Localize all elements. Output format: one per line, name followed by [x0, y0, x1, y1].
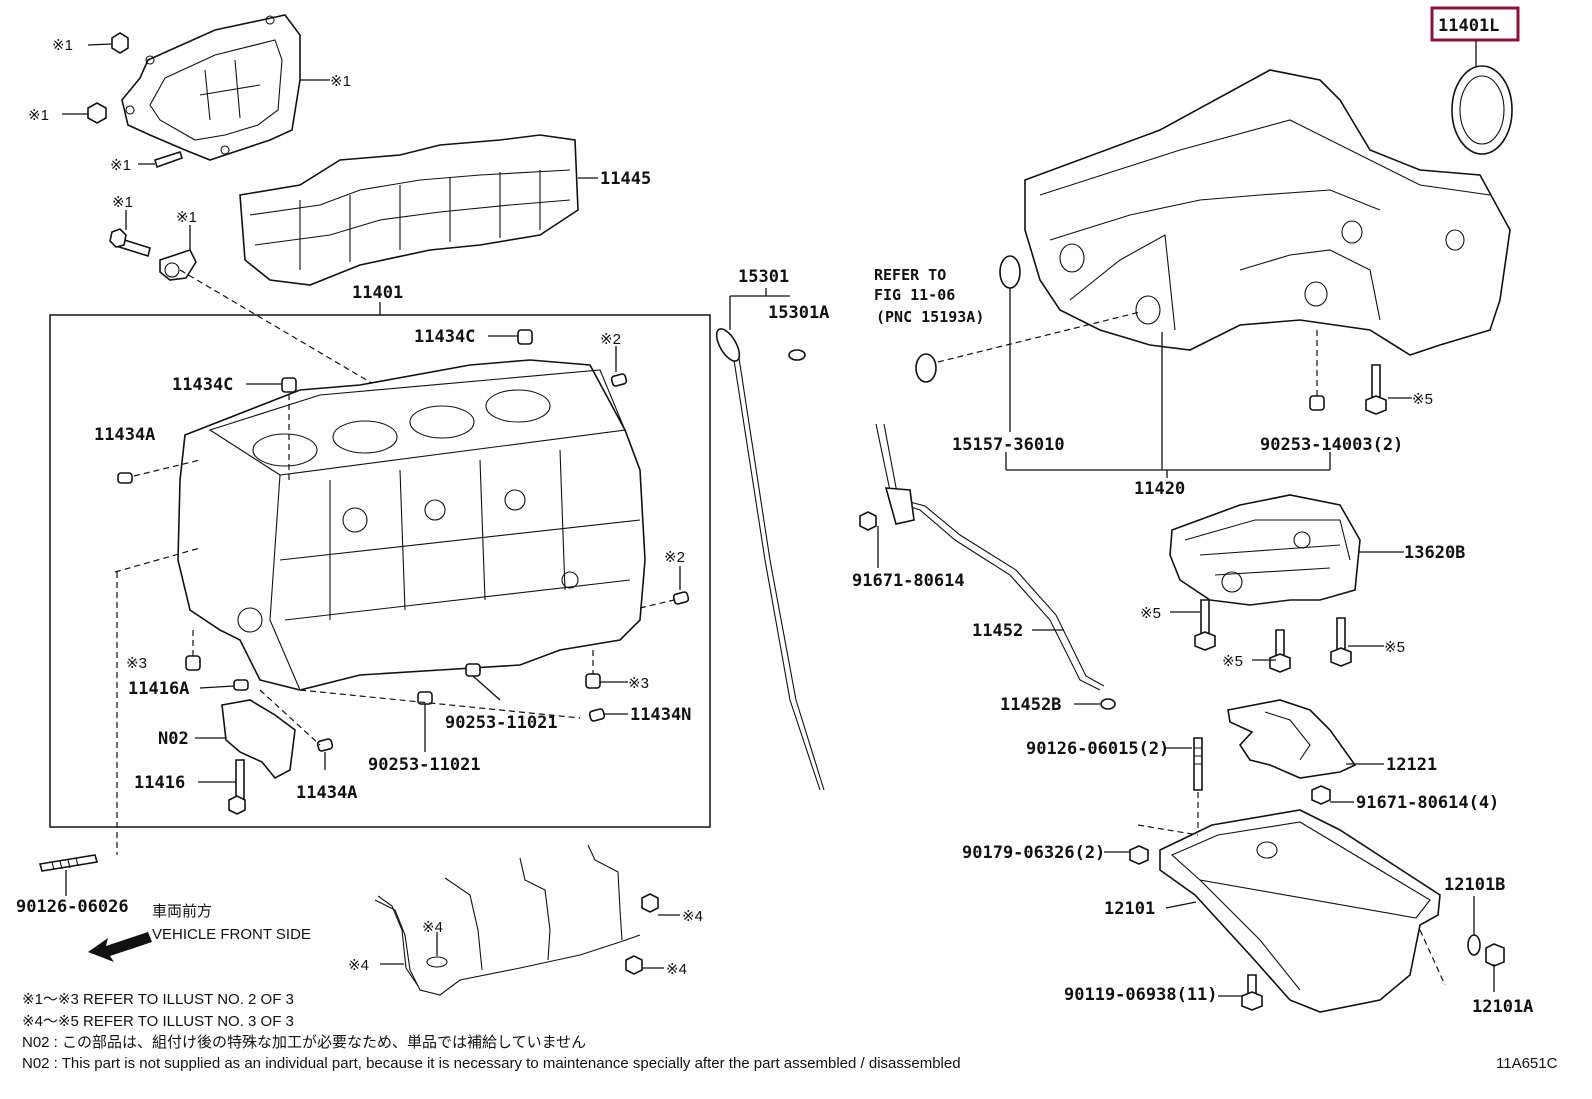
label-11416a: 11416A — [128, 679, 189, 699]
mark-5-d: ※5 — [1384, 639, 1405, 656]
oil-baffle-12121-drawing — [1193, 699, 1357, 805]
label-13620b: 13620B — [1404, 543, 1465, 563]
mark-4-d: ※4 — [666, 961, 687, 978]
label-12121: 12121 — [1386, 755, 1437, 775]
label-90126-06026: 90126-06026 — [16, 897, 129, 917]
label-12101a: 12101A — [1472, 997, 1533, 1017]
vehicle-front-arrow — [88, 932, 152, 962]
dowel-pin-drawings — [117, 329, 690, 752]
mark-4-a: ※4 — [682, 908, 703, 925]
label-90253-11021-b: 90253-11021 — [368, 755, 481, 775]
wire-harness-drawing — [374, 844, 659, 996]
label-90119-06938: 90119-06938(11) — [1064, 985, 1218, 1005]
mark-5-b: ※5 — [1140, 605, 1161, 622]
label-11401l-highlighted[interactable]: 11401L — [1438, 16, 1499, 36]
label-11452b: 11452B — [1000, 695, 1061, 715]
mark-1-f: ※1 — [176, 209, 197, 226]
front-side-jp: 車両前方 — [152, 903, 212, 920]
note-ref-1-3: ※1〜※3 REFER TO ILLUST NO. 2 OF 3 — [22, 991, 294, 1008]
leader-lines-top-right — [937, 288, 1412, 478]
note-n02-jp: N02 : この部品は、組付け後の特殊な加工が必要なため、単品では補給していませ… — [22, 1034, 586, 1051]
label-15301a: 15301A — [768, 303, 829, 323]
refer-pnc: (PNC 15193A) — [876, 308, 984, 326]
gauge-guide-drawing — [859, 423, 1116, 710]
leader-lines-top-left — [62, 43, 376, 386]
mark-5-c: ※5 — [1222, 653, 1243, 670]
label-90253-11021-a: 90253-11021 — [445, 713, 558, 733]
mark-1-b: ※1 — [330, 73, 351, 90]
label-11434n: 11434N — [630, 705, 691, 725]
label-91671-80614: 91671-80614 — [852, 571, 965, 591]
label-11434a-left: 11434A — [94, 425, 155, 445]
refer-to: REFER TO — [874, 266, 946, 284]
leader-lines-block — [114, 335, 681, 855]
mark-3-a: ※3 — [126, 655, 147, 672]
refer-fig[interactable]: FIG 11-06 — [874, 286, 955, 304]
label-11434c-left: 11434C — [172, 375, 233, 395]
small-bolt-drawings — [87, 32, 197, 281]
mark-1-e: ※1 — [112, 194, 133, 211]
mark-4-b: ※4 — [422, 919, 443, 936]
bearing-cap-n02-drawing — [221, 699, 296, 815]
mark-3-b: ※3 — [628, 675, 649, 692]
front-side-en: VEHICLE FRONT SIDE — [152, 926, 311, 943]
mark-5-a: ※5 — [1412, 391, 1433, 408]
diagram-code: 11A651C — [1496, 1055, 1558, 1072]
mark-1-a: ※1 — [52, 37, 73, 54]
label-90179-06326: 90179-06326(2) — [962, 843, 1105, 863]
label-11452: 11452 — [972, 621, 1023, 641]
label-11445: 11445 — [600, 169, 651, 189]
stud-90126-06026-drawing — [38, 854, 99, 872]
oil-seal-11401l-drawing — [1451, 65, 1513, 155]
label-11416: 11416 — [134, 773, 185, 793]
label-11434c-top: 11434C — [414, 327, 475, 347]
label-15301: 15301 — [738, 267, 789, 287]
label-n02: N02 — [158, 729, 189, 749]
note-n02-en: N02 : This part is not supplied as an in… — [22, 1055, 961, 1072]
cylinder-block-drawing — [177, 359, 646, 691]
mark-1-d: ※1 — [110, 157, 131, 174]
mark-1-c: ※1 — [28, 107, 49, 124]
note-ref-4-5: ※4〜※5 REFER TO ILLUST NO. 3 OF 3 — [22, 1013, 294, 1030]
timing-cover-drawing — [121, 14, 301, 161]
baffle-11445-drawing — [239, 134, 579, 286]
oil-pan-upper-drawing — [1024, 69, 1511, 356]
label-11434a-bottom: 11434A — [296, 783, 357, 803]
label-15157-36010: 15157-36010 — [952, 435, 1065, 455]
label-11401: 11401 — [352, 283, 403, 303]
dipstick-drawing — [715, 328, 825, 791]
label-12101b: 12101B — [1444, 875, 1505, 895]
highlight-box — [1430, 6, 1520, 42]
label-91671-80614-4: 91671-80614(4) — [1356, 793, 1499, 813]
mark-2-b: ※2 — [664, 549, 685, 566]
label-12101: 12101 — [1104, 899, 1155, 919]
label-11420: 11420 — [1134, 479, 1185, 499]
label-90253-14003: 90253-14003(2) — [1260, 435, 1403, 455]
o-ring-drawings — [915, 255, 1387, 415]
oil-pan-12101-drawing — [1129, 809, 1505, 1013]
mark-4-c: ※4 — [348, 957, 369, 974]
label-90126-06015: 90126-06015(2) — [1026, 739, 1169, 759]
mark-2-a: ※2 — [600, 331, 621, 348]
oil-pump-drawing — [1169, 494, 1361, 673]
